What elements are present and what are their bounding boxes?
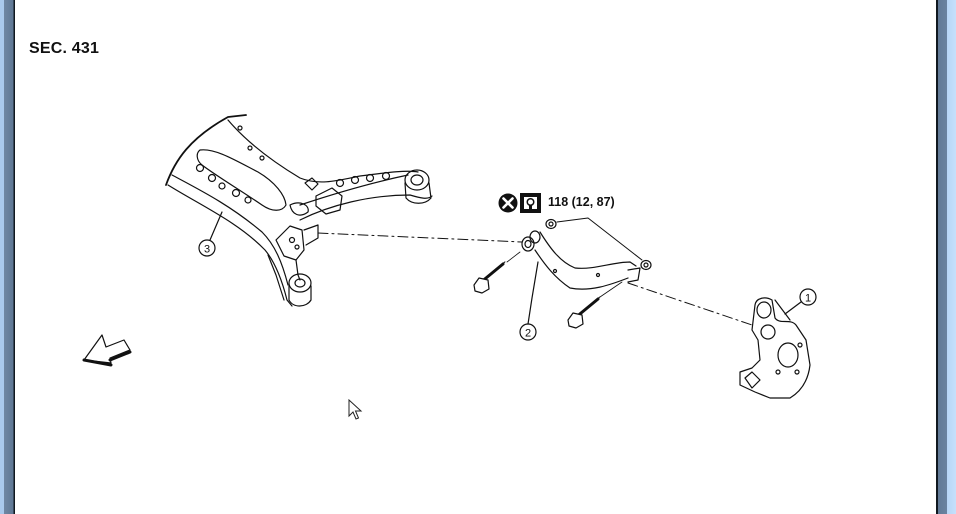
callout-1 [784, 288, 817, 315]
callout-2 [519, 261, 539, 341]
callout-3-label: 3 [204, 244, 210, 256]
mouse-cursor-icon [348, 399, 363, 420]
callout-2-label: 2 [525, 328, 531, 340]
diagram-page [15, 0, 936, 514]
window-border-right [936, 0, 956, 514]
callout-3 [198, 211, 223, 257]
callout-1-label: 1 [805, 293, 811, 305]
do-not-reuse-icon [498, 193, 518, 213]
front-direction-arrow-icon [82, 334, 132, 367]
knuckle-drawing [739, 297, 811, 399]
section-label: SEC. 431 [29, 40, 100, 57]
upper-link-drawing [473, 217, 652, 329]
suspension-member-drawing [165, 114, 433, 307]
torque-spec: 118 (12, 87) [548, 195, 615, 209]
window-border-left [0, 0, 15, 514]
nut-icon [520, 193, 541, 213]
